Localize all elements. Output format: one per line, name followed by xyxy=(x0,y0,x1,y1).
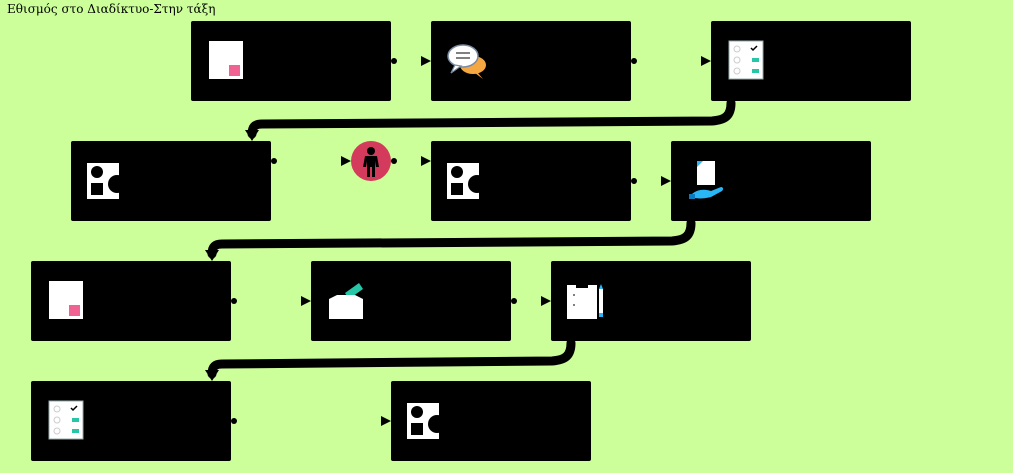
checklist-icon xyxy=(47,399,87,443)
step-s12[interactable] xyxy=(391,381,591,461)
step-s4[interactable] xyxy=(71,141,271,221)
connector-s8-s9 xyxy=(231,296,311,306)
step-s8[interactable] xyxy=(31,261,231,341)
connector-s7-s8 xyxy=(205,218,696,261)
connector-s2-s3 xyxy=(631,56,711,66)
step-s6[interactable] xyxy=(431,141,631,221)
speech-bubbles-icon xyxy=(447,39,487,83)
step-s5[interactable] xyxy=(351,141,391,181)
connector-s11-s12 xyxy=(231,416,391,426)
connector-s3-s4 xyxy=(245,98,736,141)
step-s2[interactable] xyxy=(431,21,631,101)
step-s7[interactable] xyxy=(671,141,871,221)
connector-s5-s6 xyxy=(391,156,431,166)
step-s1[interactable] xyxy=(191,21,391,101)
step-s11[interactable] xyxy=(31,381,231,461)
ballot-box-icon xyxy=(327,279,367,323)
step-s3[interactable] xyxy=(711,21,911,101)
clipboard-pencil-icon xyxy=(567,279,607,323)
document-sticky-note-icon xyxy=(207,39,247,83)
step-s9[interactable] xyxy=(311,261,511,341)
shapes-icon xyxy=(407,399,447,443)
connector-s6-s7 xyxy=(631,176,671,186)
connector-s1-s2 xyxy=(391,56,431,66)
document-sticky-note-icon xyxy=(47,279,87,323)
step-s10[interactable] xyxy=(551,261,751,341)
shapes-icon xyxy=(87,159,127,203)
connector-s4-s5 xyxy=(271,156,351,166)
connector-s9-s10 xyxy=(511,296,551,306)
diagram-title: Εθισμός στο Διαδίκτυο-Στην τάξη xyxy=(7,2,216,16)
checklist-icon xyxy=(727,39,767,83)
hand-document-icon xyxy=(687,159,727,203)
connector-s10-s11 xyxy=(205,338,576,381)
person-icon xyxy=(363,147,379,177)
shapes-icon xyxy=(447,159,487,203)
